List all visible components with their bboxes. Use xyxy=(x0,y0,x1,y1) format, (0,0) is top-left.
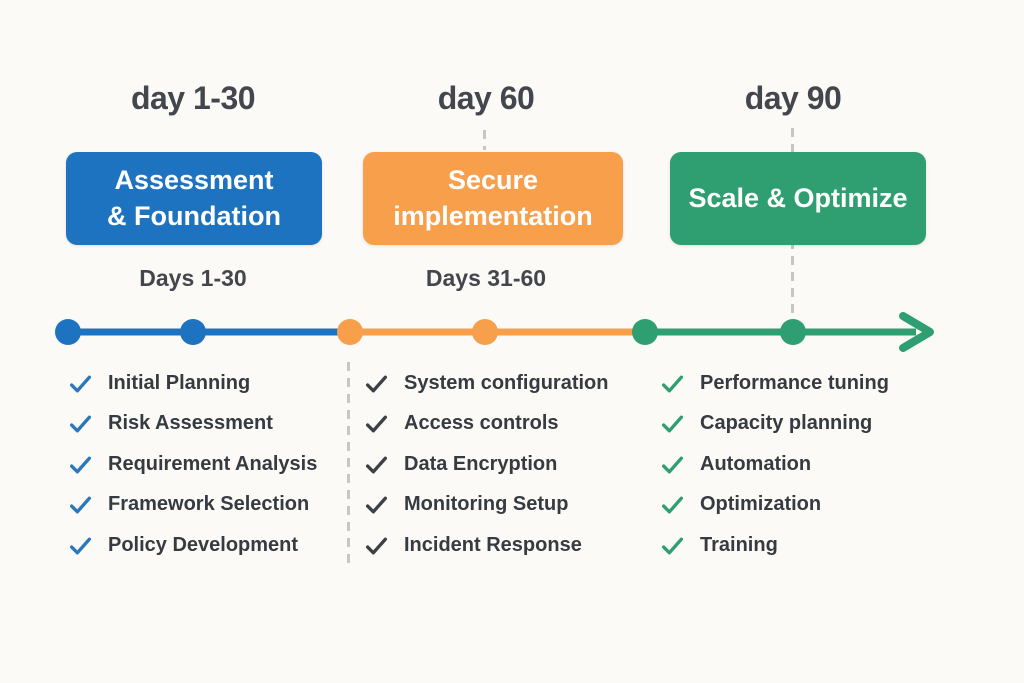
arrow-right-icon xyxy=(899,312,934,352)
checklist-item: Automation xyxy=(660,444,889,485)
check-icon xyxy=(68,371,93,396)
phase-box-title-line1: Assessment xyxy=(114,165,274,196)
checklist-item: Framework Selection xyxy=(68,485,317,526)
checklist-item: Incident Response xyxy=(364,525,608,566)
check-icon xyxy=(364,411,389,436)
phase-box-title-line1: Scale & Optimize xyxy=(688,182,908,213)
checklist-item: Performance tuning xyxy=(660,363,889,404)
check-icon xyxy=(660,533,685,558)
checklist-item-label: Risk Assessment xyxy=(108,412,273,435)
timeline-dot-milestone5 xyxy=(632,319,658,345)
day-label-phase2: day 60 xyxy=(437,80,535,116)
checklist-phase2: System configuration Access controls Dat… xyxy=(364,363,608,566)
timeline-dot-milestone3 xyxy=(337,319,363,345)
checklist-item: System configuration xyxy=(364,363,608,404)
check-icon xyxy=(364,533,389,558)
checklist-item: Risk Assessment xyxy=(68,404,317,445)
checklist-item: Access controls xyxy=(364,404,608,445)
checklist-item: Optimization xyxy=(660,485,889,526)
checklist-item-label: System configuration xyxy=(404,371,609,394)
checklist-item-label: Requirement Analysis xyxy=(108,452,318,475)
check-icon xyxy=(364,492,389,517)
check-icon xyxy=(364,452,389,477)
checklist-item-label: Automation xyxy=(700,452,812,475)
check-icon xyxy=(364,371,389,396)
checklist-item: Initial Planning xyxy=(68,363,317,404)
check-icon xyxy=(660,452,685,477)
phase-box-assessment-foundation: Assessment & Foundation xyxy=(66,152,322,245)
checklist-item-label: Monitoring Setup xyxy=(404,493,569,516)
checklist-item: Monitoring Setup xyxy=(364,485,608,526)
checklist-item: Policy Development xyxy=(68,525,317,566)
days-range-label-phase1: Days 1-30 xyxy=(139,265,247,291)
timeline-dot-milestone2 xyxy=(180,319,206,345)
checklist-item: Data Encryption xyxy=(364,444,608,485)
checklist-item-label: Incident Response xyxy=(404,533,582,556)
phase-box-title-line2: implementation xyxy=(393,200,593,231)
checklist-item-label: Initial Planning xyxy=(108,371,251,394)
checklist-item-label: Capacity planning xyxy=(700,412,873,435)
day-label-phase3: day 90 xyxy=(744,80,842,116)
checklist-item: Capacity planning xyxy=(660,404,889,445)
dashed-connector-day60 xyxy=(483,130,486,150)
check-icon xyxy=(660,492,685,517)
check-icon xyxy=(68,452,93,477)
phase-box-title-line1: Secure xyxy=(447,165,539,196)
checklist-item-label: Policy Development xyxy=(108,533,299,556)
check-icon xyxy=(660,411,685,436)
timeline-dot-milestone4 xyxy=(472,319,498,345)
checklist-item-label: Access controls xyxy=(404,412,559,435)
check-icon xyxy=(68,533,93,558)
checklist-item-label: Framework Selection xyxy=(108,493,310,516)
check-icon xyxy=(68,492,93,517)
checklist-item: Training xyxy=(660,525,889,566)
checklist-item-label: Training xyxy=(700,533,778,556)
timeline-dot-milestone6 xyxy=(780,319,806,345)
checklist-item-label: Optimization xyxy=(700,493,822,516)
column-divider-dashed xyxy=(347,362,350,570)
check-icon xyxy=(68,411,93,436)
checklist-phase1: Initial Planning Risk Assessment Require… xyxy=(68,363,317,566)
checklist-phase3: Performance tuning Capacity planning Aut… xyxy=(660,363,889,566)
checklist-item: Requirement Analysis xyxy=(68,444,317,485)
day-label-phase1: day 1-30 xyxy=(130,80,256,116)
phase-box-secure-implementation: Secure implementation xyxy=(363,152,623,245)
checklist-item-label: Performance tuning xyxy=(700,371,889,394)
timeline-axis xyxy=(55,312,934,352)
phase-box-title-line2: & Foundation xyxy=(107,200,281,231)
days-range-label-phase2: Days 31-60 xyxy=(425,265,547,291)
check-icon xyxy=(660,371,685,396)
checklist-item-label: Data Encryption xyxy=(404,452,558,475)
phase-box-scale-optimize: Scale & Optimize xyxy=(670,152,926,245)
timeline-dot-milestone1 xyxy=(55,319,81,345)
